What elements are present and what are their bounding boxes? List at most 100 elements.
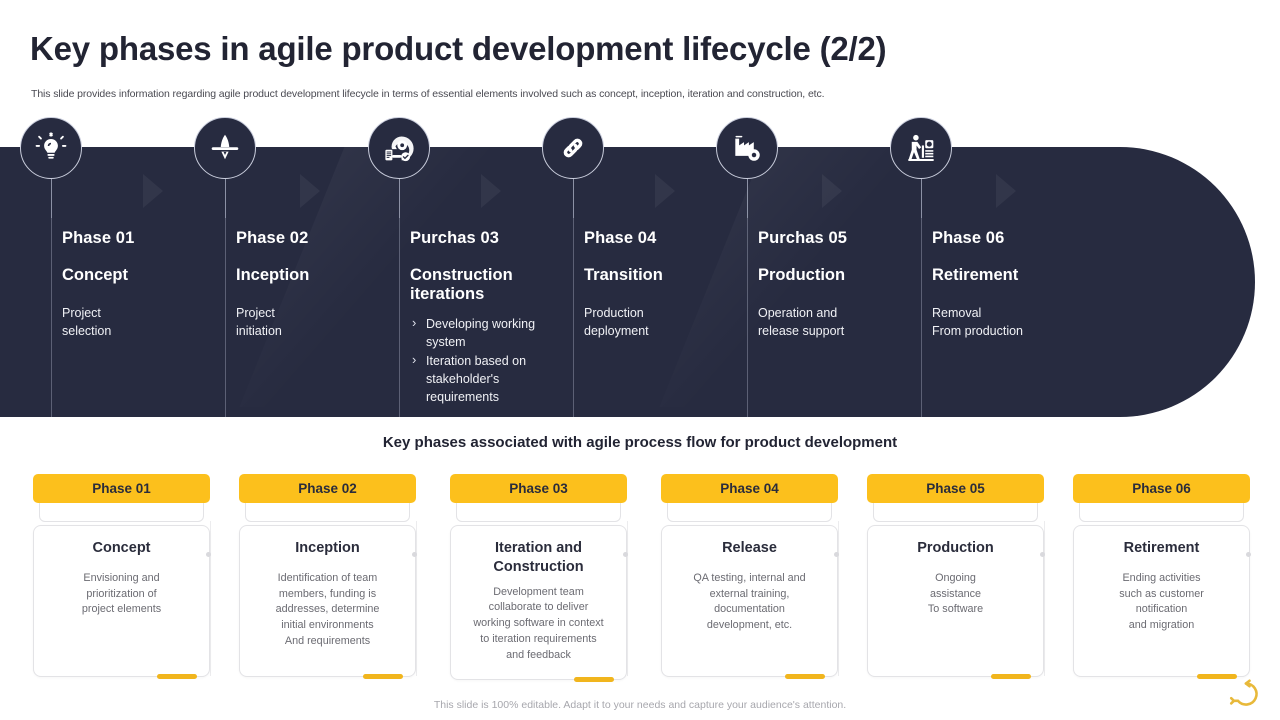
card-body: Retirement Ending activities such as cus… <box>1073 525 1251 679</box>
phase-number: Phase 01 <box>62 229 135 247</box>
card-rail <box>210 521 211 676</box>
timeline-divider <box>573 147 574 417</box>
lightbulb-idea-icon <box>35 132 67 159</box>
card-text: Envisioning and prioritization of projec… <box>81 571 162 616</box>
phase-icon-badge-2[interactable] <box>194 117 256 179</box>
card-tab-label[interactable]: Phase 05 <box>867 474 1044 503</box>
chevron-right-icon <box>481 174 501 208</box>
icon-stem <box>225 178 226 218</box>
phase-card-4[interactable]: Phase 04 Release QA testing, internal an… <box>661 474 839 679</box>
card-accent-bar <box>157 674 197 679</box>
timeline-divider <box>51 147 52 417</box>
phase-bullet: Developing working system <box>410 314 560 351</box>
card-rail <box>838 521 839 676</box>
phase-icon-badge-6[interactable] <box>890 117 952 179</box>
card-accent-bar <box>574 677 614 683</box>
card-accent-bar <box>363 674 403 679</box>
card-tab-label[interactable]: Phase 03 <box>450 474 627 503</box>
phase-name: Production <box>758 266 846 284</box>
card-text: Ending activities such as customer notif… <box>1119 571 1204 632</box>
chevron-right-icon <box>996 174 1016 208</box>
circular-arrow-logo <box>1229 679 1258 706</box>
phase-number: Phase 02 <box>236 229 309 247</box>
card-tab-label[interactable]: Phase 02 <box>239 474 416 503</box>
timeline-divider <box>747 147 748 417</box>
phase-number: Purchas 05 <box>758 229 848 247</box>
card-title: Retirement <box>1123 540 1200 556</box>
timeline-phase-1: Phase 01 Concept Project selection <box>62 229 212 340</box>
card-accent-bar <box>785 674 825 679</box>
card-body: Concept Envisioning and prioritization o… <box>33 525 211 679</box>
card-connector-dot <box>623 552 628 557</box>
phase-icon-badge-5[interactable] <box>716 117 778 179</box>
card-tab-label[interactable]: Phase 01 <box>33 474 210 503</box>
person-worker-icon <box>908 134 934 161</box>
card-body: Iteration and Construction Development t… <box>450 525 628 683</box>
phase-card-3[interactable]: Phase 03 Iteration and Construction Deve… <box>450 474 628 683</box>
icon-stem <box>573 178 574 218</box>
phase-icon-badge-4[interactable] <box>542 117 604 179</box>
card-title: Inception <box>295 540 360 556</box>
card-connector-dot <box>1246 552 1251 557</box>
phase-name: Transition <box>584 266 663 284</box>
phase-description: Production deployment <box>584 305 649 339</box>
timeline-phase-2: Phase 02 Inception Project initiation <box>236 229 386 340</box>
card-rail <box>627 521 628 676</box>
timeline-phase-6: Phase 06 Retirement Removal From product… <box>932 229 1092 340</box>
card-text: Ongoing assistance To software <box>927 571 984 616</box>
timeline-divider <box>399 147 400 417</box>
page-subtitle: This slide provides information regardin… <box>31 88 825 100</box>
phase-card-6[interactable]: Phase 06 Retirement Ending activities su… <box>1073 474 1251 679</box>
brand-logo <box>1224 676 1264 712</box>
rocket-launch-icon <box>211 134 239 160</box>
card-connector-dot <box>1040 552 1045 557</box>
timeline-divider <box>225 147 226 417</box>
icon-stem <box>921 178 922 218</box>
chevron-right-icon <box>143 174 163 208</box>
phase-card-1[interactable]: Phase 01 Concept Envisioning and priorit… <box>33 474 211 679</box>
phase-name: Retirement <box>932 266 1019 284</box>
gear-document-process-icon <box>385 136 414 162</box>
phase-icon-badge-3[interactable] <box>368 117 430 179</box>
phase-name: Construction iterations <box>410 266 513 303</box>
phase-number: Phase 06 <box>932 229 1005 247</box>
card-accent-bar <box>1197 674 1237 679</box>
phase-description: Project initiation <box>236 305 282 339</box>
phase-card-5[interactable]: Phase 05 Production Ongoing assistance T… <box>867 474 1045 679</box>
icon-stem <box>399 178 400 218</box>
phase-card-2[interactable]: Phase 02 Inception Identification of tea… <box>239 474 417 679</box>
phase-bullet: Iteration based on stakeholder's require… <box>410 351 560 406</box>
phase-number: Phase 04 <box>584 229 657 247</box>
card-title: Release <box>722 540 777 556</box>
card-connector-dot <box>206 552 211 557</box>
card-connector-dot <box>412 552 417 557</box>
timeline-phase-3: Purchas 03 Construction iterations Devel… <box>410 229 560 408</box>
timeline-phase-4: Phase 04 Transition Production deploymen… <box>584 229 734 340</box>
icon-stem <box>51 178 52 218</box>
card-body: Inception Identification of team members… <box>239 525 417 679</box>
card-accent-bar <box>991 674 1031 679</box>
card-connector-dot <box>834 552 839 557</box>
chevron-right-icon <box>655 174 675 208</box>
timeline-divider <box>921 147 922 417</box>
footer-note: This slide is 100% editable. Adapt it to… <box>433 699 847 711</box>
phase-description: Project selection <box>62 305 112 339</box>
timeline-phase-5: Purchas 05 Production Operation and rele… <box>758 229 908 340</box>
card-tab-label[interactable]: Phase 04 <box>661 474 838 503</box>
phase-name: Inception <box>236 266 310 284</box>
card-title: Concept <box>92 540 151 556</box>
phase-description: Removal From production <box>932 305 1024 339</box>
chevron-right-icon <box>822 174 842 208</box>
card-text: Identification of team members, funding … <box>275 571 380 647</box>
phase-icon-badge-1[interactable] <box>20 117 82 179</box>
card-rail <box>416 521 417 676</box>
factory-gear-icon <box>735 135 760 161</box>
card-body: Release QA testing, internal and externa… <box>661 525 839 679</box>
card-tab-label[interactable]: Phase 06 <box>1073 474 1250 503</box>
card-body: Production Ongoing assistance To softwar… <box>867 525 1045 679</box>
phase-description: Operation and release support <box>758 305 845 339</box>
phase-name: Concept <box>62 266 128 284</box>
icon-stem <box>747 178 748 218</box>
card-text: QA testing, internal and external traini… <box>693 571 806 632</box>
